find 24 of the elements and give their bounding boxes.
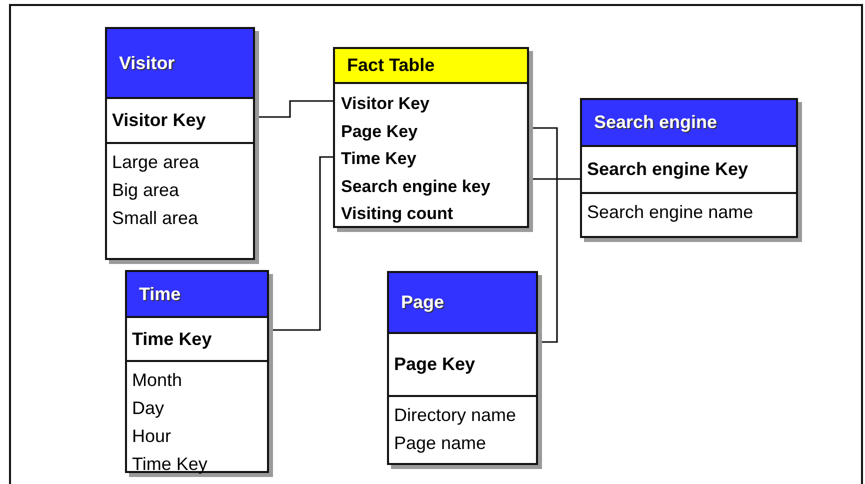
table-title: Fact Table [335, 49, 527, 84]
key-field: Search engine Key [582, 147, 796, 194]
key-field: Page Key [389, 334, 536, 397]
attribute-field: Search engine name [587, 198, 754, 226]
table-title: Time [127, 272, 267, 318]
attribute-field: Hour [132, 422, 172, 450]
field-name: Time Key [341, 148, 416, 170]
attribute-field: Large area [112, 148, 200, 176]
attribute-field: Small area [112, 204, 198, 232]
key-field: Visitor Key [107, 99, 253, 144]
field-name: Visiting count [341, 203, 454, 225]
field-name: Page Key [341, 120, 418, 143]
field-name: Visitor Key [341, 93, 430, 115]
field-name: Search engine key [341, 176, 490, 198]
attribute-field: Day [132, 394, 164, 422]
attribute-field: Directory name [394, 401, 516, 429]
attribute-field: Time Key [132, 450, 208, 478]
table-title: Visitor [107, 29, 253, 99]
attribute-field: Big area [112, 176, 180, 204]
attribute-field: Page name [394, 429, 486, 457]
table-title: Page [389, 273, 536, 334]
table-title: Search engine [582, 100, 796, 147]
key-field: Time Key [127, 318, 267, 362]
attribute-field: Month [132, 366, 182, 394]
